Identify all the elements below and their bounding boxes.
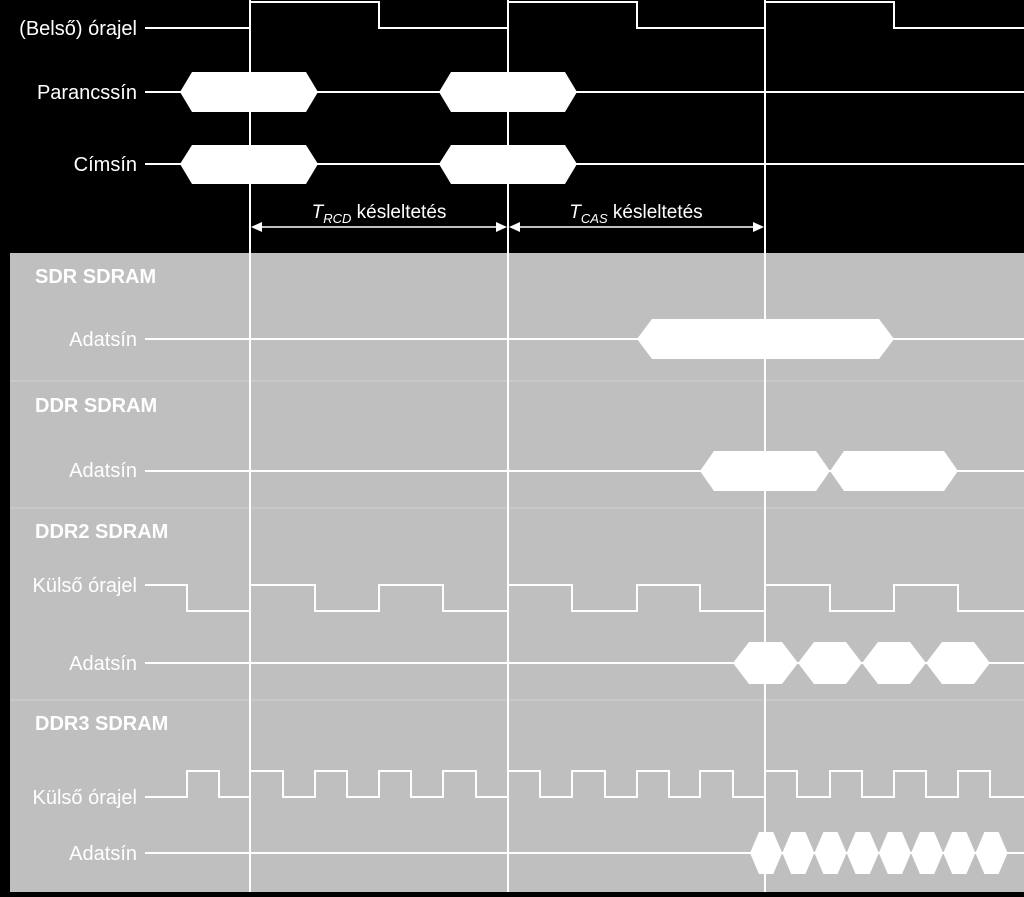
ddr3-external-clock-label: Külső órajel xyxy=(32,787,137,809)
address-bus-label: Címsín xyxy=(74,154,137,176)
address-bus-transaction xyxy=(180,145,318,184)
tcas-text: késleltetés xyxy=(608,202,703,223)
memory-types-panel xyxy=(10,253,1024,892)
arrow-head-icon xyxy=(509,222,520,232)
arrow-head-icon xyxy=(251,222,262,232)
ddr3-data-burst xyxy=(878,832,911,874)
ddr2-data-burst xyxy=(733,642,798,684)
ddr3-data-burst xyxy=(750,832,783,874)
internal-clock-waveform xyxy=(145,1,1024,29)
arrow-head-icon xyxy=(753,222,764,232)
ddr2-data-burst xyxy=(862,642,926,684)
ddr-data-burst xyxy=(830,451,958,491)
ddr3-data-burst xyxy=(943,832,976,874)
ddr3-data-burst xyxy=(846,832,879,874)
tcas-symbol: T xyxy=(569,202,582,223)
ddr3-data-burst xyxy=(782,832,815,874)
sdr-data-burst xyxy=(637,319,894,359)
command-bus-transaction xyxy=(439,72,577,112)
trcd-subscript: RCD xyxy=(323,211,351,226)
ddr2-external-clock-label: Külső órajel xyxy=(32,575,137,597)
command-bus-transaction xyxy=(180,72,318,112)
internal-clock-label: (Belső) órajel xyxy=(19,18,137,40)
ddr2-sdram-title: DDR2 SDRAM xyxy=(35,521,168,543)
ddr3-data-burst xyxy=(814,832,847,874)
ddr2-data-burst xyxy=(798,642,862,684)
ddr3-external-clock-waveform xyxy=(145,770,1024,798)
ddr2-external-clock-waveform xyxy=(145,584,1024,612)
ddr-sdram-title: DDR SDRAM xyxy=(35,395,157,417)
ddr3-data-burst xyxy=(911,832,944,874)
address-bus-transaction xyxy=(439,145,577,184)
ddr3-sdram-title: DDR3 SDRAM xyxy=(35,713,168,735)
sdr-data-bus-label: Adatsín xyxy=(69,329,137,351)
command-bus-label: Parancssín xyxy=(37,82,137,104)
ddr3-data-bus-label: Adatsín xyxy=(69,843,137,865)
ddr3-data-burst xyxy=(975,832,1008,874)
trcd-delay-label: TRCD késleltetés xyxy=(312,202,447,226)
ddr-data-burst xyxy=(700,451,830,491)
ddr2-data-bus-label: Adatsín xyxy=(69,653,137,675)
arrow-head-icon xyxy=(496,222,507,232)
ddr3-data-bursts xyxy=(750,832,1008,874)
ddr-data-bus-label: Adatsín xyxy=(69,460,137,482)
tcas-delay-label: TCAS késleltetés xyxy=(569,202,702,226)
trcd-symbol: T xyxy=(312,202,325,223)
ddr2-data-burst xyxy=(926,642,990,684)
trcd-text: késleltetés xyxy=(351,202,446,223)
sdr-sdram-title: SDR SDRAM xyxy=(35,266,156,288)
tcas-subscript: CAS xyxy=(581,211,608,226)
